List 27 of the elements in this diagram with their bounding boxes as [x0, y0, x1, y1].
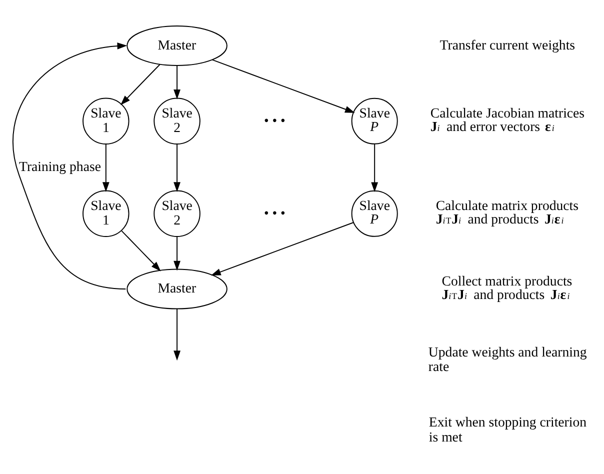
arrow	[174, 64, 180, 99]
label: Calculate Jacobian matrices Ji and error vectors εi	[430, 104, 585, 134]
node-circle: Slave P	[351, 97, 398, 144]
label: • • •	[264, 204, 286, 220]
label: Transfer current weights	[440, 36, 576, 52]
arrow	[174, 236, 180, 270]
node-circle: Slave 2	[154, 190, 200, 237]
label: Update weights and learning rate	[428, 344, 587, 374]
arrow	[174, 308, 180, 360]
label: Exit when stopping criterion is met	[428, 414, 587, 444]
arrow	[102, 143, 110, 192]
arrow	[174, 143, 180, 192]
arrow	[212, 58, 355, 112]
arrow	[120, 63, 160, 105]
label: Collect matrix products JiTJi and products Jiεi	[442, 272, 572, 302]
arrow	[121, 230, 161, 271]
arrow	[210, 221, 354, 275]
node-ellipse: Master	[126, 24, 228, 66]
node-circle: Slave 1	[82, 190, 130, 237]
label: • • •	[264, 112, 286, 128]
arrow	[371, 143, 378, 192]
arrow	[12, 42, 128, 290]
node-circle: Slave 1	[82, 97, 130, 144]
label: Calculate matrix products JiTJi and products Jiεi	[436, 197, 579, 226]
node-circle: Slave 2	[154, 97, 200, 144]
edge-label: Training phase	[18, 158, 101, 174]
node-circle: Slave P	[351, 190, 398, 236]
